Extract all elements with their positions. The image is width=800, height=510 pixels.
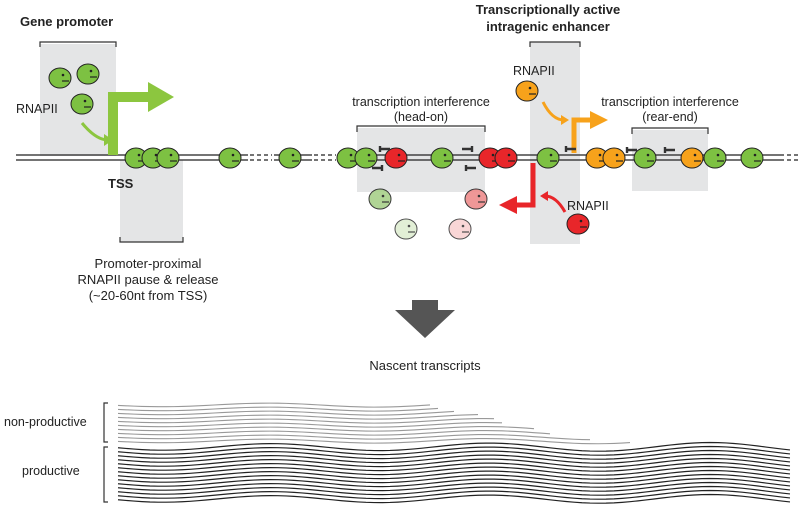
transcript-line-non-productive [117,426,535,432]
shaded-regions [40,42,708,244]
rnapii-green [633,147,657,169]
nascent-label: Nascent transcripts [369,358,481,373]
headon-label: transcription interference [352,95,490,109]
rearend-label: transcription interference [601,95,739,109]
productive-label: productive [22,464,80,478]
transcript-line-productive [117,441,791,452]
transcript-line-productive [117,481,791,492]
non-productive-label: non-productive [4,415,87,429]
transcript-line-non-productive [117,418,495,424]
transcript-line-productive [117,449,791,460]
promoter-tss-arrow [80,82,174,155]
rnapii-green [430,147,454,169]
rnapii-orange [602,147,626,169]
transcript-line-productive [117,477,791,488]
rnapii-green [278,147,302,169]
rnapii-released [464,188,488,210]
rnapii-released [448,218,472,240]
inhibition-marks [372,146,675,171]
rnapii-green [354,147,378,169]
transcript-line-non-productive [117,422,503,428]
rnapii-orange [680,147,704,169]
rnapii-green [703,147,727,169]
transcript-line-productive [117,457,791,468]
transcript-line-non-productive [117,410,455,416]
rnapii-label: RNAPII [567,199,609,213]
headon-bracket [356,125,486,132]
transcript-line-non-productive [117,406,439,412]
pause-region [120,160,183,242]
rnapii-green [70,93,94,115]
transcript-line-productive [117,445,791,456]
productive-bracket [103,446,108,503]
transcript-line-non-productive [117,430,551,436]
rnapii-green [536,147,560,169]
rnapii-green [76,63,100,85]
enhancer-label: Transcriptionally active [476,2,621,17]
enhancer-orange-arrow [541,101,608,153]
nascent-transcripts [117,402,791,504]
rnapii-green [218,147,242,169]
transcript-line-productive [117,485,791,496]
transcript-line-productive [117,453,791,464]
transcript-line-productive [117,493,791,504]
pause-bracket [119,237,184,243]
rnapii-label: RNAPII [513,64,555,78]
pause-label: RNAPII pause & release [78,272,219,287]
rearend-label: (rear-end) [642,110,698,124]
pause-label: (~20-60nt from TSS) [89,288,208,303]
rnapii-green [156,147,180,169]
transcript-line-productive [117,461,791,472]
rnapii-red [566,213,590,235]
tss-label: TSS [108,176,134,191]
enhancer-red-arrow [499,163,567,214]
down-arrow [395,300,455,338]
transcript-line-non-productive [117,402,431,408]
pause-label: Promoter-proximal [95,256,202,271]
transcript-line-non-productive [117,414,479,420]
rnapii-green [740,147,764,169]
headon-label: (head-on) [394,110,448,124]
rnapii-orange [515,80,539,102]
rnapii-label: RNAPII [16,102,58,116]
gene-promoter-label: Gene promoter [20,14,113,29]
rnapii-green [48,67,72,89]
enhancer-bracket [529,41,581,47]
brackets [39,41,709,243]
transcript-line-productive [117,465,791,476]
rnapii-red [494,147,518,169]
rearend-bracket [631,127,709,134]
transcript-line-non-productive [117,434,591,441]
promoter-bracket [39,41,117,47]
transcript-line-non-productive [117,438,631,445]
enhancer-label: intragenic enhancer [486,19,610,34]
transcript-line-productive [117,489,791,500]
rnapii-released [394,218,418,240]
non-productive-bracket [103,402,108,443]
transcript-line-productive [117,473,791,484]
transcript-line-productive [117,469,791,480]
rnapii-red [384,147,408,169]
rnapii-released [368,188,392,210]
